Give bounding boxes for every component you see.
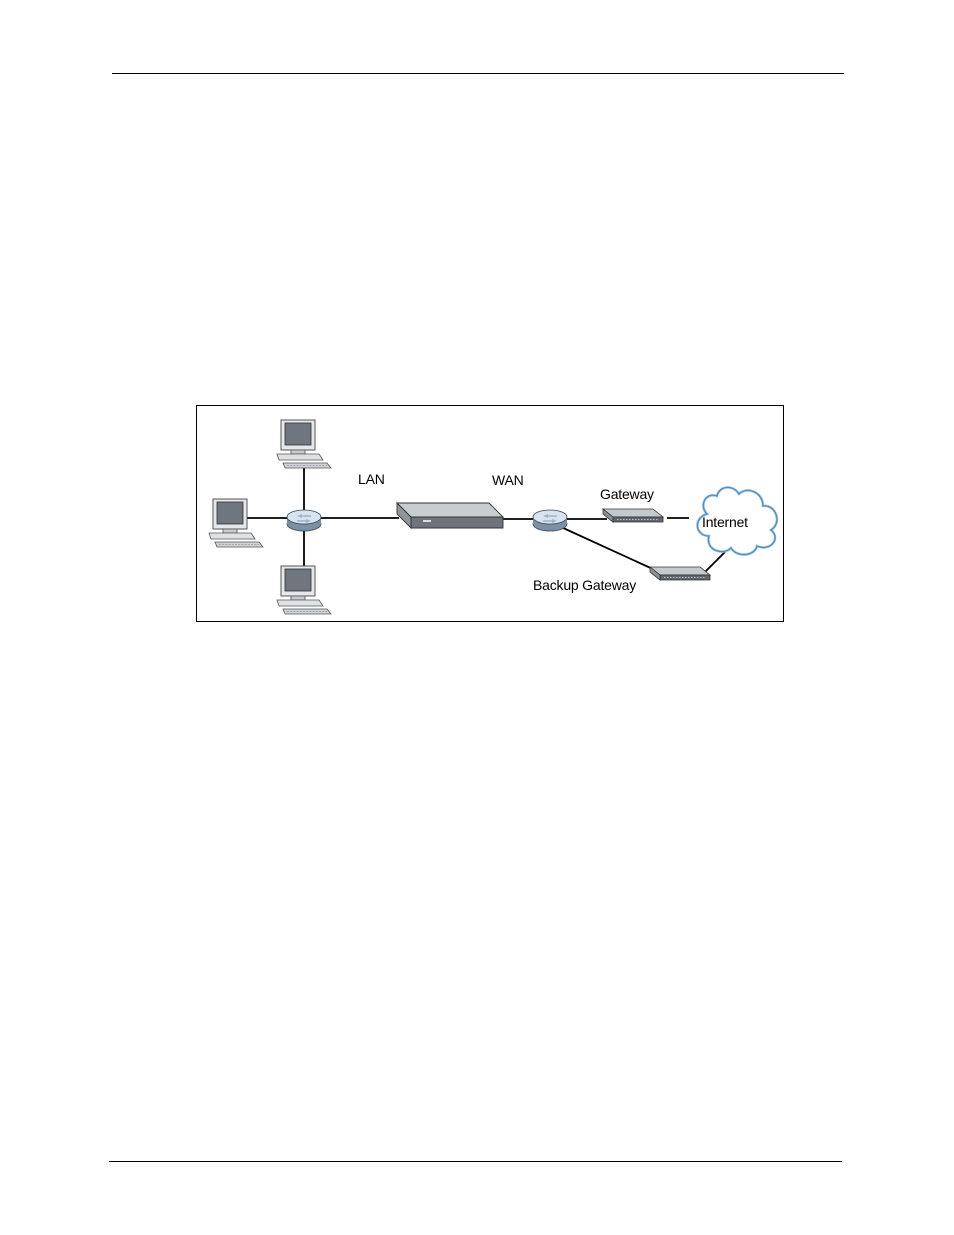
header-rule (112, 73, 844, 74)
wan-hub-icon (533, 510, 567, 531)
network-diagram: LAN WAN Gateway Internet Backup Gateway (196, 405, 784, 622)
lan-label: LAN (358, 471, 385, 487)
computer-icon-left (209, 499, 263, 547)
wan-label: WAN (492, 472, 524, 488)
router-icon (397, 503, 503, 528)
internet-label: Internet (702, 514, 748, 530)
network-diagram-svg: LAN WAN Gateway Internet Backup Gateway (197, 406, 785, 623)
gateway-label: Gateway (600, 486, 654, 502)
backup-gateway-device-icon (650, 567, 710, 580)
hub-icon (287, 510, 321, 531)
footer-rule (109, 1161, 842, 1162)
backup-gateway-label: Backup Gateway (533, 577, 636, 593)
computer-icon-top (277, 420, 331, 468)
gateway-device-icon (603, 509, 663, 522)
computer-icon-bottom (277, 566, 331, 614)
